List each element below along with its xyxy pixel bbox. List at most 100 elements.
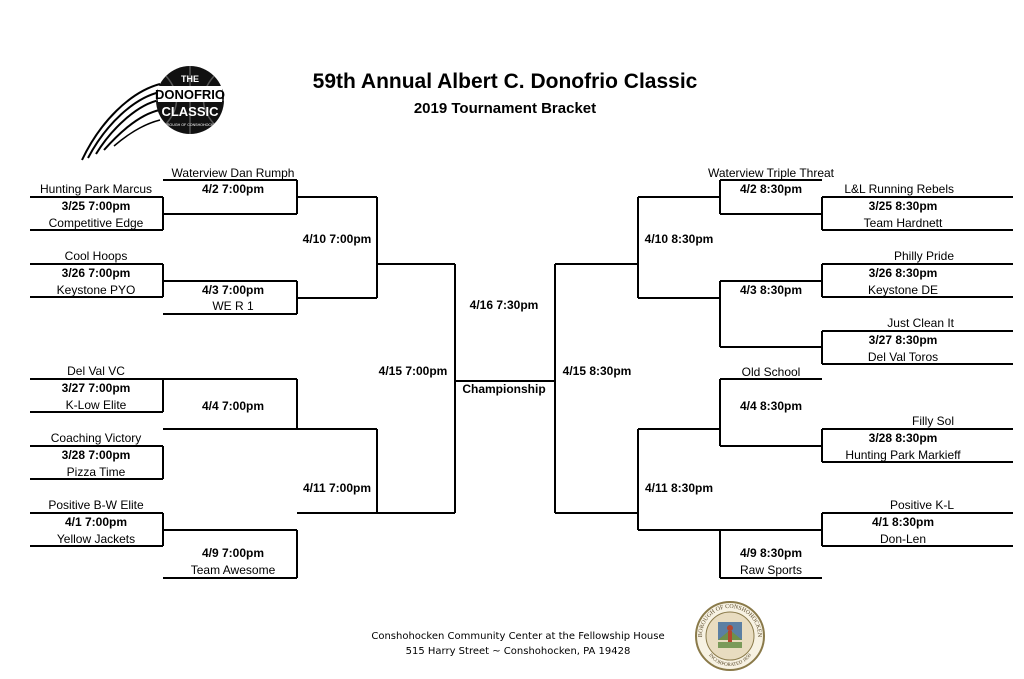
team-name: WE R 1 — [212, 299, 254, 313]
bracket-connector — [821, 197, 823, 230]
bracket-connector — [454, 264, 456, 513]
right-round2-line — [720, 378, 822, 380]
logo-tagline: BOROUGH OF CONSHOHOCKEN — [162, 123, 219, 127]
game-time: 3/27 7:00pm — [61, 381, 131, 395]
right-round3-line — [638, 428, 720, 430]
left-round1-bottom-line — [30, 411, 163, 413]
bracket-connector — [821, 264, 823, 297]
team-name: Keystone PYO — [56, 283, 136, 297]
right-round2-line — [720, 179, 822, 181]
game-time: 4/11 8:30pm — [644, 481, 714, 495]
team-name: Positive K-L — [889, 498, 954, 512]
left-round2-line — [163, 313, 297, 315]
game-time: 4/10 8:30pm — [644, 232, 714, 246]
left-round1-top-line — [30, 196, 163, 198]
right-round1-bottom-line — [822, 363, 1013, 365]
left-round3-line — [297, 196, 377, 198]
team-name: Keystone DE — [867, 283, 939, 297]
left-round1-bottom-line — [30, 478, 163, 480]
right-round1-top-line — [822, 512, 1013, 514]
bracket-connector — [296, 530, 298, 578]
left-round2-line — [163, 378, 297, 380]
borough-seal: BOROUGH OF CONSHOHOCKEN INCORPORATED 185… — [690, 600, 770, 677]
game-time: 3/25 8:30pm — [868, 199, 938, 213]
left-round1-top-line — [30, 445, 163, 447]
left-semi-line — [377, 512, 455, 514]
left-round1-top-line — [30, 512, 163, 514]
team-name: Positive B-W Elite — [48, 498, 144, 512]
left-round1-bottom-line — [30, 296, 163, 298]
left-round3-line — [297, 297, 377, 299]
page-subtitle: 2019 Tournament Bracket — [413, 100, 597, 117]
page-title: 59th Annual Albert C. Donofrio Classic — [312, 70, 698, 93]
right-round1-bottom-line — [822, 545, 1013, 547]
game-time: 4/2 8:30pm — [739, 182, 803, 196]
game-time: 4/10 7:00pm — [302, 232, 372, 246]
team-name: Just Clean It — [887, 316, 954, 330]
footer-address: 515 Harry Street ~ Conshohocken, PA 1942… — [405, 646, 631, 657]
bracket-connector — [719, 530, 721, 578]
left-round2-line — [163, 529, 297, 531]
team-name: Old School — [741, 365, 801, 379]
game-time: 4/15 8:30pm — [562, 364, 632, 378]
right-round2-line — [720, 445, 822, 447]
team-name: Del Val VC — [67, 364, 125, 378]
game-time: 3/28 7:00pm — [61, 448, 131, 462]
right-semi-line — [555, 263, 638, 265]
game-time: 4/3 7:00pm — [201, 283, 265, 297]
bracket-connector — [637, 197, 639, 298]
team-name: Hunting Park Marcus — [39, 182, 153, 196]
right-round3-line — [638, 196, 720, 198]
right-round1-bottom-line — [822, 229, 1013, 231]
donofrio-classic-logo: THE DONOFRIO CLASSIC BOROUGH OF CONSHOHO… — [80, 62, 230, 167]
left-round2-line — [163, 577, 297, 579]
game-time: 4/4 7:00pm — [201, 399, 265, 413]
team-name: Cool Hoops — [64, 249, 128, 263]
championship-label: Championship — [462, 382, 546, 396]
bracket-connector — [162, 446, 164, 479]
right-round1-bottom-line — [822, 461, 1013, 463]
right-semi-line — [555, 512, 638, 514]
bracket-connector — [637, 429, 639, 530]
bracket-connector — [719, 281, 721, 347]
right-round1-top-line — [822, 428, 1013, 430]
game-time: 3/27 8:30pm — [868, 333, 938, 347]
bracket-connector — [554, 264, 556, 513]
bracket-connector — [296, 379, 298, 429]
team-name: Filly Sol — [911, 414, 954, 428]
right-round3-line — [638, 529, 720, 531]
game-time: 3/25 7:00pm — [61, 199, 131, 213]
team-name: Team Hardnett — [863, 216, 943, 230]
game-time: 4/4 8:30pm — [739, 399, 803, 413]
left-semi-line — [377, 263, 455, 265]
game-time: 4/2 7:00pm — [201, 182, 265, 196]
team-name: Philly Pride — [893, 249, 954, 263]
team-name: Raw Sports — [739, 563, 803, 577]
right-round3-line — [638, 297, 720, 299]
right-round2-line — [720, 577, 822, 579]
right-round1-bottom-line — [822, 296, 1013, 298]
team-name: Pizza Time — [66, 465, 126, 479]
team-name: Del Val Toros — [867, 350, 939, 364]
team-name: L&L Running Rebels — [844, 182, 954, 196]
left-round2-line — [163, 428, 297, 430]
team-name: Competitive Edge — [48, 216, 144, 230]
game-time: 4/9 8:30pm — [739, 546, 803, 560]
left-round1-top-line — [30, 263, 163, 265]
bracket-connector — [719, 379, 721, 446]
game-time: 4/9 7:00pm — [201, 546, 265, 560]
game-time: 3/26 8:30pm — [868, 266, 938, 280]
game-time: 4/3 8:30pm — [739, 283, 803, 297]
logo-line2: DONOFRIO — [155, 87, 225, 102]
game-time: 4/1 7:00pm — [64, 515, 128, 529]
left-round2-line — [163, 179, 297, 181]
game-time: 4/11 7:00pm — [302, 481, 372, 495]
team-name: Waterview Dan Rumph — [171, 166, 295, 180]
left-round1-bottom-line — [30, 545, 163, 547]
logo-line3: CLASSIC — [161, 104, 219, 119]
game-time: 4/15 7:00pm — [378, 364, 448, 378]
game-time: 3/28 8:30pm — [868, 431, 938, 445]
right-round1-top-line — [822, 196, 1013, 198]
bracket-connector — [162, 379, 164, 412]
